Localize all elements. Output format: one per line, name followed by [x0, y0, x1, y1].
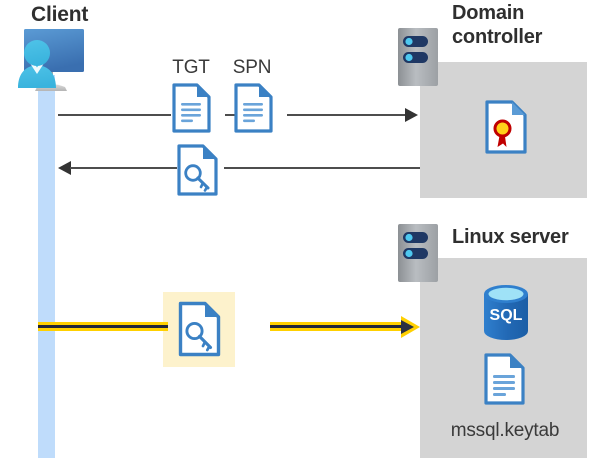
tgt-document-icon: [172, 83, 211, 133]
flow-receive-service-ticket: [58, 161, 420, 175]
page-title-linux-server: Linux server: [452, 226, 569, 248]
label-spn: SPN: [232, 57, 272, 78]
seal-glyph: [493, 119, 512, 147]
certificate-document-icon: [485, 100, 527, 154]
flow-present-keytab-ticket: [38, 315, 420, 338]
key-glyph: [184, 164, 210, 192]
sql-database-icon: SQL: [481, 284, 531, 342]
page-title-domain-controller: Domain controller: [452, 2, 543, 48]
flow-request-tgt-spn: [58, 108, 420, 122]
keytab-file-label: mssql.keytab: [450, 420, 560, 441]
label-tgt: TGT: [172, 57, 210, 78]
client-icon: [4, 25, 96, 100]
sql-label: SQL: [490, 307, 523, 324]
service-ticket-key-document-icon: [177, 144, 218, 196]
client-lifeline: [38, 75, 55, 458]
spn-document-icon: [234, 83, 273, 133]
linux-server-icon: [398, 224, 438, 282]
keytab-file-document-icon: [484, 353, 525, 405]
keytab-key-document-icon: [178, 301, 221, 357]
key-glyph: [185, 321, 213, 352]
domain-controller-server-icon: [398, 28, 438, 86]
page-title-client: Client: [31, 3, 89, 26]
